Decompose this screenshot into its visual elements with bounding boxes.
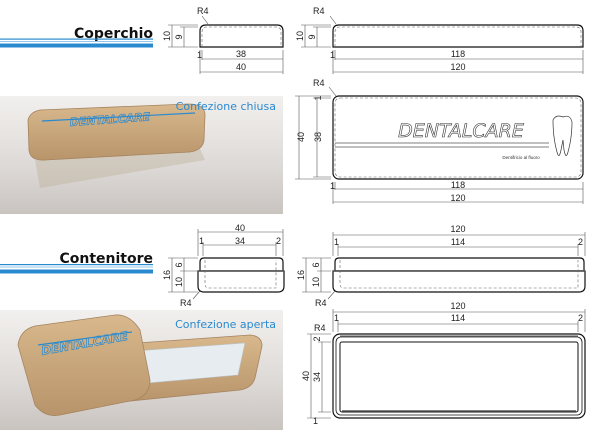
radius-label: R4 (313, 78, 325, 88)
photo-caption: Confezione chiusa (176, 100, 276, 113)
upper-height-label: 6 (174, 262, 184, 267)
bottom-offset-label: 1 (313, 416, 318, 426)
right-offset-label: 2 (578, 313, 583, 323)
upper-height-label: 6 (311, 262, 321, 267)
width-label: 40 (235, 223, 245, 233)
inner-height-label: 38 (313, 132, 323, 142)
radius-label: R4 (315, 298, 327, 308)
height-label: 16 (162, 270, 172, 280)
right-offset-label: 2 (578, 237, 583, 247)
lid-side-view-large: R4 10 9 1 118 120 (295, 6, 584, 74)
width-label: 120 (450, 224, 465, 234)
offset-v-label: 1 (313, 95, 323, 100)
tooth-icon (552, 115, 573, 156)
width-label: 120 (450, 62, 465, 72)
container-side-view-small: 40 1 34 2 16 6 10 R4 (162, 223, 285, 308)
photo-closed-package: DENTALCARE Confezione chiusa (0, 96, 283, 214)
lid-section-title: Coperchio (74, 26, 153, 42)
offset-label: 1 (330, 50, 335, 60)
top-offset-label: 2 (312, 336, 322, 341)
brand-tagline: Dentifricio al fluoro (502, 155, 540, 160)
photo-caption: Confezione aperta (175, 318, 276, 331)
width-label: 40 (236, 62, 246, 72)
radius-label: R4 (180, 298, 192, 308)
height-label: 40 (301, 371, 311, 381)
inner-width-label: 118 (451, 49, 465, 59)
inner-width-label: 38 (236, 49, 246, 59)
radius-label: R4 (314, 323, 326, 333)
radius-label: R4 (197, 6, 209, 16)
open-lid (17, 314, 151, 416)
lid-side-view-small: R4 10 9 1 38 40 (162, 6, 284, 74)
height-label: 10 (162, 31, 172, 41)
right-offset-label: 2 (276, 236, 281, 246)
offset-label: 1 (197, 50, 202, 60)
height-label: 10 (295, 31, 305, 41)
height-label: 16 (296, 270, 306, 280)
container-top-view: 120 1 114 2 40 34 2 1 R4 (301, 301, 586, 426)
inner-width-label: 118 (451, 180, 465, 190)
inner-height-label: 9 (174, 34, 184, 39)
photo-open-package: DENTALCARE Confezione aperta (0, 310, 283, 430)
lower-height-label: 10 (174, 277, 184, 287)
header-stripe-thin (0, 38, 153, 40)
closed-box (27, 103, 206, 161)
container-side-view-large: 120 1 114 2 16 6 10 R4 (296, 224, 586, 308)
inner-height-label: 9 (307, 34, 317, 39)
left-offset-label: 1 (334, 237, 339, 247)
header-stripe-thick (0, 43, 153, 48)
brand-logo-print: DENTALCARE (69, 110, 151, 129)
header-stripe-light (0, 41, 153, 42)
radius-label: R4 (313, 6, 325, 16)
left-offset-label: 1 (199, 236, 204, 246)
brand-logo: DENTALCARE (398, 120, 524, 142)
width-label: 120 (450, 193, 465, 203)
container-section-header: Contenitore (0, 251, 153, 274)
left-offset-label: 1 (334, 313, 339, 323)
width-label: 120 (450, 301, 465, 311)
lower-height-label: 10 (311, 277, 321, 287)
inner-width-label: 114 (451, 237, 465, 247)
container-section-title: Contenitore (59, 251, 153, 267)
lid-top-view: DENTALCARE Dentifricio al fluoro R4 40 3… (295, 78, 584, 204)
offset-label: 1 (330, 181, 335, 191)
inner-width-label: 34 (235, 236, 245, 246)
inner-height-label: 34 (312, 372, 322, 382)
height-label: 40 (296, 132, 306, 142)
lid-section-header: Coperchio (0, 26, 153, 48)
inner-width-label: 114 (451, 313, 465, 323)
